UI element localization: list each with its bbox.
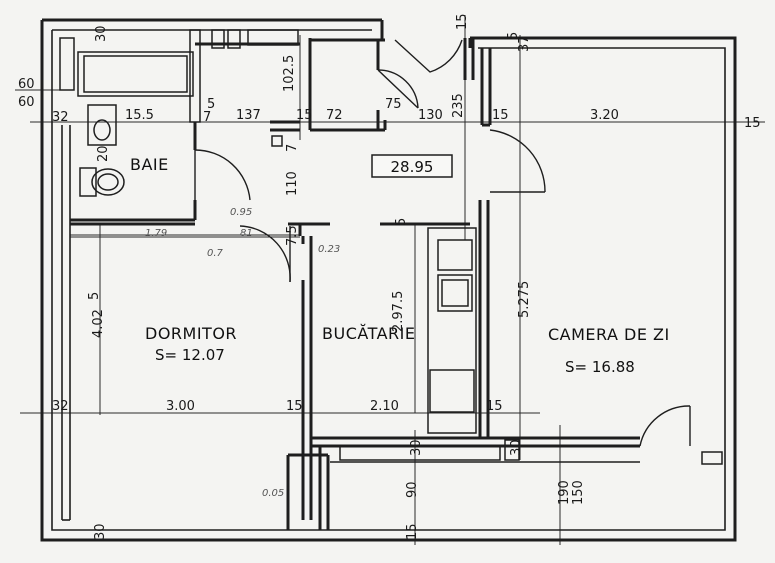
dim-4-02: 4.02: [91, 309, 106, 338]
dim-15-living: 15: [492, 108, 509, 123]
dim-7-hall: 7: [285, 144, 300, 152]
room-name-dormitor: DORMITOR: [145, 324, 237, 343]
dim-7-bath: 7: [203, 110, 211, 125]
interior-walls: [59, 29, 723, 530]
pencil-note-2: 81: [240, 228, 253, 239]
dim-20-bath: 20: [96, 145, 111, 162]
dim-15-5: 15.5: [125, 108, 154, 123]
dim-110: 110: [285, 171, 300, 196]
dim-90: 90: [405, 481, 420, 498]
pencil-notes: 1.79 81 0.95 0.23 0.7 0.05: [145, 207, 340, 499]
dim-30-kitchen: 30: [409, 439, 424, 456]
doors: [194, 39, 691, 447]
dim-235: 235: [451, 93, 466, 118]
outer-walls: [40, 18, 737, 542]
dim-30-bottom: 30: [93, 523, 108, 540]
room-name-bucatarie: BUCĂTARIE: [322, 324, 415, 343]
hall-area-box: 28.95: [371, 154, 453, 178]
dim-3-00: 3.00: [166, 399, 195, 414]
dim-32-left: 32: [52, 110, 69, 125]
dim-7-5-bedroom: 7.5: [285, 225, 300, 246]
dim-5-275: 5.275: [517, 281, 532, 318]
dim-top-30: 30: [94, 25, 109, 42]
room-area-dormitor: S= 12.07: [155, 346, 225, 364]
dim-72: 72: [326, 108, 343, 123]
dim-5-bath: 5: [207, 97, 215, 112]
room-name-camera-de-zi: CAMERA DE ZI: [548, 325, 670, 344]
dim-15-top: 15: [455, 13, 470, 30]
dimension-lines: [15, 15, 765, 545]
dim-15-hall: 15: [296, 108, 313, 123]
room-labels: BAIE DORMITOR S= 12.07 BUCĂTARIE CAMERA …: [130, 155, 670, 376]
dim-190: 190: [557, 480, 572, 505]
dim-32-bottom: 32: [52, 399, 69, 414]
dim-102-5: 102.5: [282, 55, 297, 92]
pencil-note-6: 0.05: [262, 488, 284, 499]
dim-2-97-5: 2.97.5: [391, 291, 406, 332]
dim-5-kitchen: 5: [394, 218, 409, 226]
dim-37: 37: [517, 35, 532, 52]
dim-3-20: 3.20: [590, 108, 619, 123]
dim-137: 137: [236, 108, 261, 123]
room-name-baie: BAIE: [130, 155, 169, 174]
dim-60-top: 60: [18, 77, 35, 92]
dim-15-bottom: 15: [405, 523, 420, 540]
dim-30-living: 30: [509, 439, 524, 456]
pencil-note-5: 0.7: [207, 248, 224, 259]
dim-15-right: 15: [744, 116, 761, 131]
pencil-note-3: 0.95: [230, 207, 252, 218]
pencil-note-1: 1.79: [145, 228, 167, 239]
dim-15-bedroom: 15: [286, 399, 303, 414]
kitchen-counter: [427, 227, 477, 434]
dim-130: 130: [418, 108, 443, 123]
bathroom-fixtures: [79, 104, 125, 197]
dim-15-kitchen: 15: [486, 399, 503, 414]
room-area-camera-de-zi: S= 16.88: [565, 358, 635, 376]
dim-60-bottom: 60: [18, 95, 35, 110]
pencil-note-4: 0.23: [318, 244, 340, 255]
dim-5-top: 5: [506, 32, 521, 40]
dim-2-10: 2.10: [370, 399, 399, 414]
dim-5-bedroom: 5: [87, 292, 102, 300]
dim-150: 150: [571, 480, 586, 505]
dim-7-5-hall: 75: [385, 97, 402, 112]
hall-area-label: 28.95: [391, 158, 434, 176]
dimension-labels: 30 60 60 32 15.5 5 7 137 15 72 75 130 15…: [18, 13, 761, 540]
